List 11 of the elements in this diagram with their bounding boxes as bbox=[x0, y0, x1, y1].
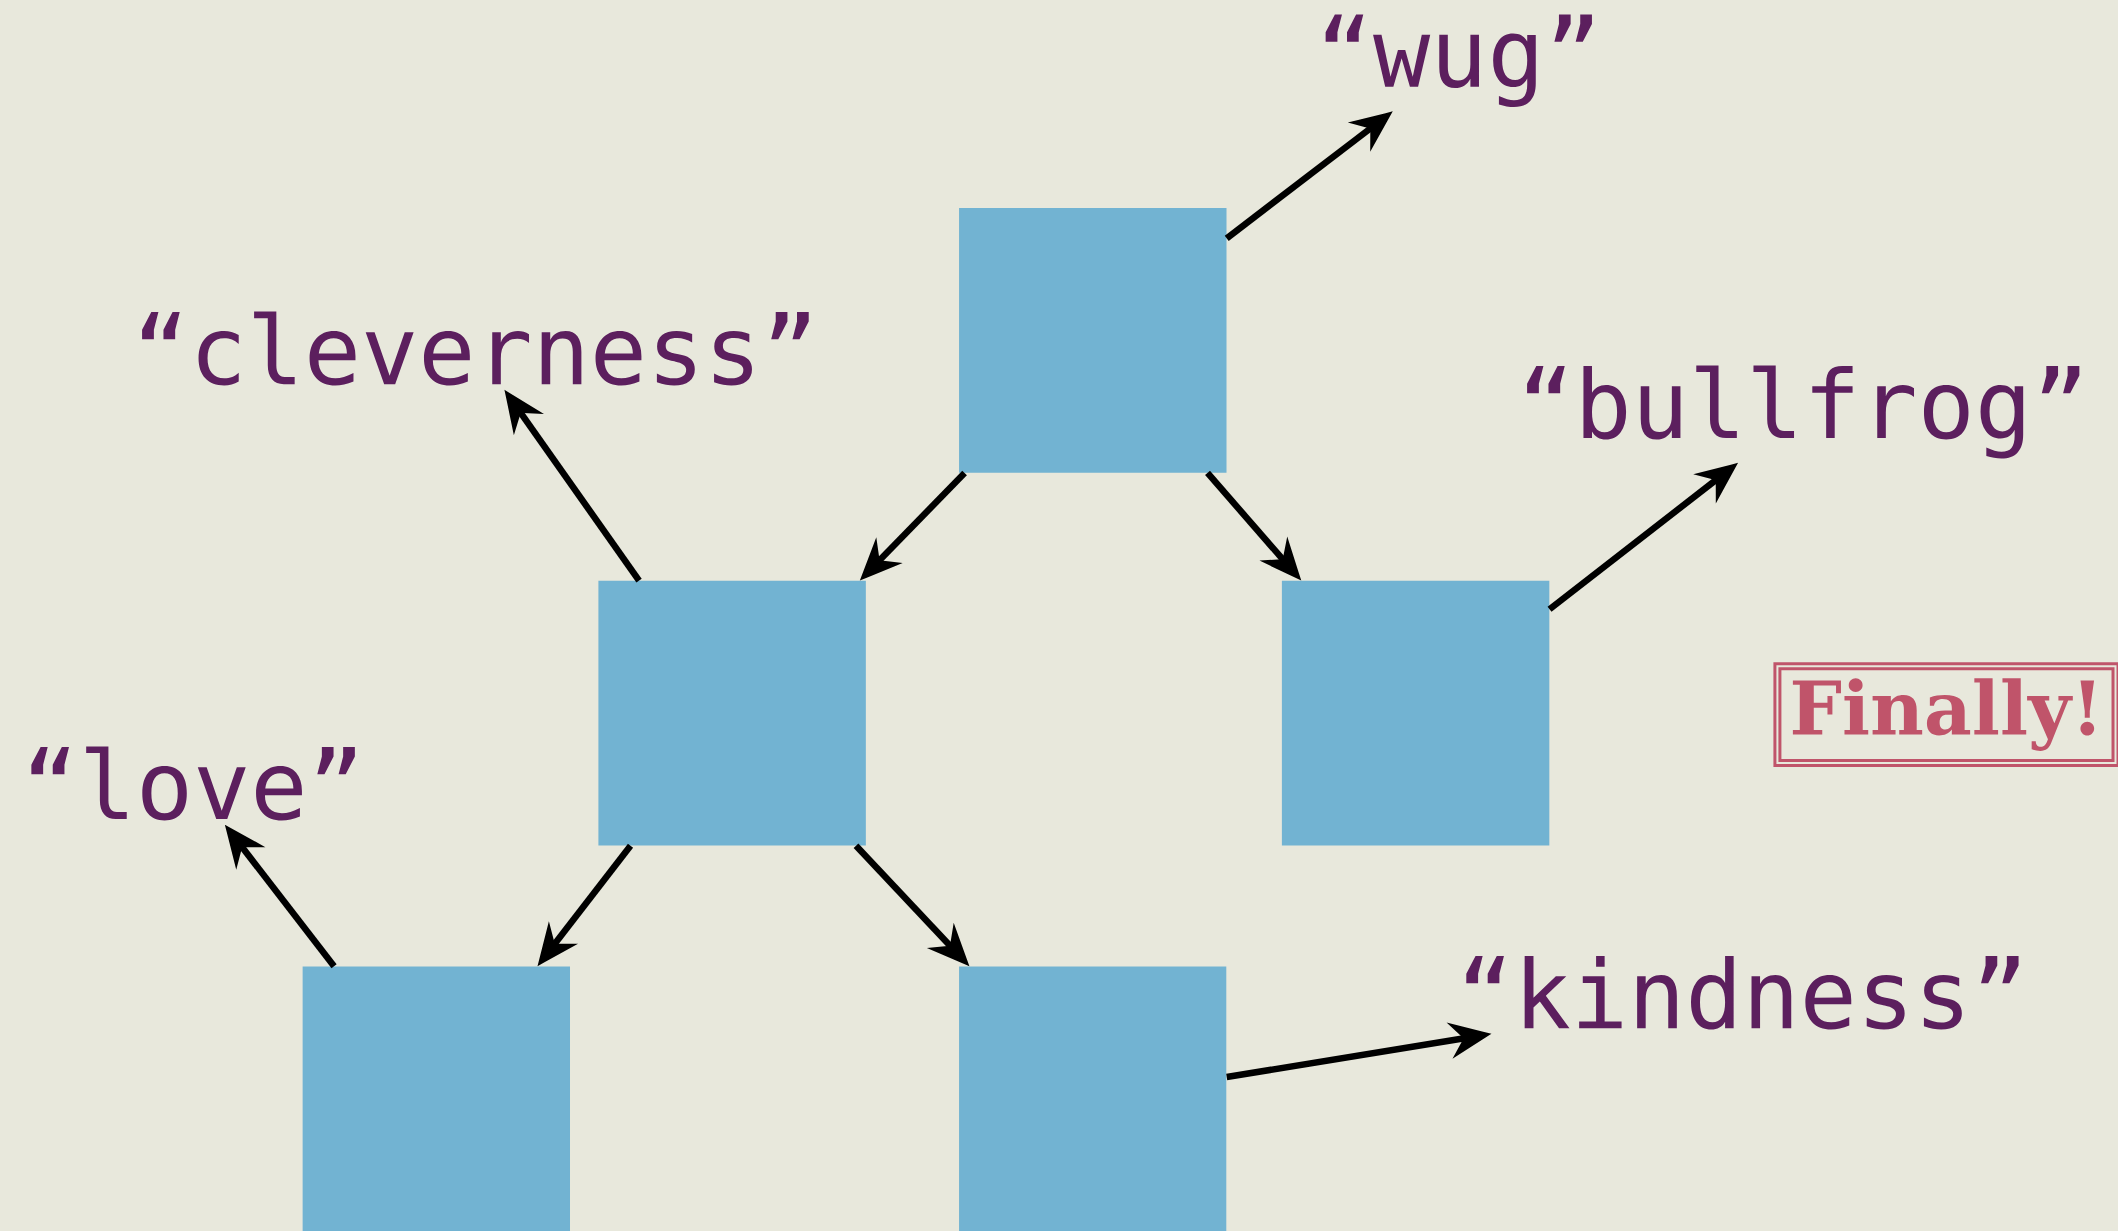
square bbox=[302, 966, 571, 1231]
square bbox=[1281, 580, 1550, 846]
square bbox=[959, 966, 1227, 1231]
square bbox=[598, 580, 866, 846]
stamp-label: Finally! bbox=[1773, 662, 2118, 767]
word-label: “wug” bbox=[1325, 14, 1592, 108]
word-label: “kindness” bbox=[1466, 956, 2019, 1030]
word-label: “love” bbox=[31, 746, 355, 821]
word-label: “bullfrog” bbox=[1527, 365, 2080, 459]
word-label: “cleverness” bbox=[142, 311, 809, 386]
square bbox=[959, 208, 1227, 473]
